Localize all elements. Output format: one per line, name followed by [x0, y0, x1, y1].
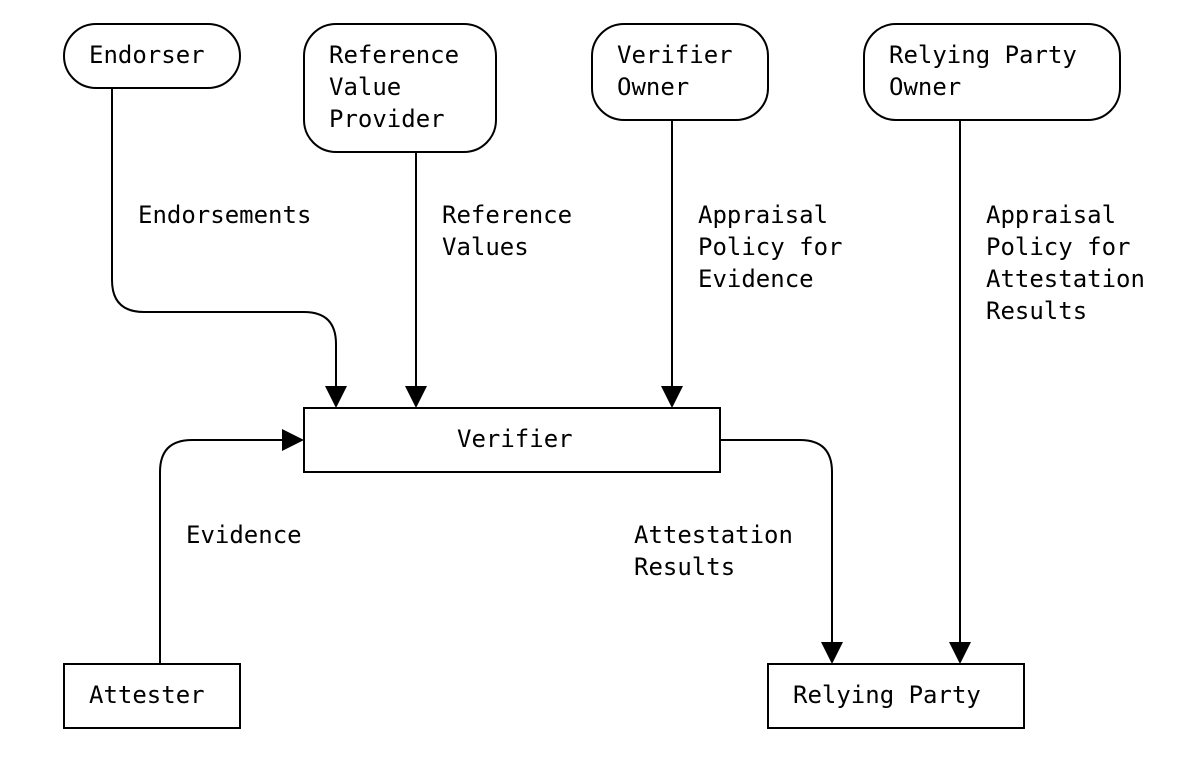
edge-attestation-results-label-line-1: Attestation: [634, 521, 793, 549]
svg-text:Attestation Results: Attestation Results: [634, 521, 807, 581]
edge-appraisal-policy-evidence-label-line-2: Policy for: [698, 233, 843, 261]
svg-text:Evidence: Evidence: [186, 521, 302, 549]
node-relying-party-label: Relying Party: [793, 681, 981, 709]
node-verifier-label: Verifier: [457, 425, 573, 453]
svg-text:Relying Party Owner: Relying Party Owner: [889, 41, 1091, 101]
node-verifier-owner-label-line-1: Verifier: [617, 41, 733, 69]
node-verifier-owner[interactable]: Verifier Owner: [591, 23, 769, 121]
svg-text:Appraisal Policy for: Appraisal Policy for Attestation Results: [986, 201, 1159, 325]
node-relying-party-owner[interactable]: Relying Party Owner: [863, 23, 1121, 121]
node-attester[interactable]: Attester: [63, 663, 241, 729]
edge-appraisal-policy-results-label-line-2: Policy for: [986, 233, 1131, 261]
edge-appraisal-policy-results-label-line-3: Attestation: [986, 265, 1145, 293]
edge-evidence: Evidence: [159, 429, 304, 664]
edge-reference-values-arrowhead: [405, 386, 427, 408]
edge-appraisal-policy-results-label-line-4: Results: [986, 297, 1087, 325]
node-attester-label: Attester: [89, 681, 205, 709]
svg-text:Relying Party: Relying Party: [793, 681, 981, 709]
edge-appraisal-policy-results-label-line-1: Appraisal: [986, 201, 1116, 229]
edge-evidence-arrowhead: [282, 429, 304, 451]
node-rvp-label-line-1: Reference: [329, 41, 459, 69]
svg-text:Verifier Owner: Verifier Owner: [617, 41, 747, 101]
node-endorser[interactable]: Endorser: [63, 23, 241, 89]
node-verifier-owner-label-line-2: Owner: [617, 73, 689, 101]
svg-text:Endorsements: Endorsements: [138, 201, 311, 229]
svg-text:Endorser: Endorser: [89, 41, 205, 69]
edge-endorsements: Endorsements: [111, 88, 347, 408]
node-verifier[interactable]: Verifier: [303, 407, 721, 473]
svg-text:Appraisal Policy for: Appraisal Policy for Evidence: [698, 201, 857, 293]
node-rp-owner-label-line-1: Relying Party: [889, 41, 1077, 69]
edge-attestation-results-label-line-2: Results: [634, 553, 735, 581]
edge-endorsements-arrowhead: [325, 386, 347, 408]
edge-appraisal-policy-results-arrowhead: [949, 642, 971, 664]
node-rvp-label-line-2: Value: [329, 73, 401, 101]
edge-attestation-results-arrowhead: [821, 642, 843, 664]
svg-text:Verifier: Verifier: [457, 425, 573, 453]
node-endorser-label: Endorser: [89, 41, 205, 69]
edge-appraisal-policy-evidence-label-line-1: Appraisal: [698, 201, 828, 229]
edge-appraisal-policy-evidence-label-line-3: Evidence: [698, 265, 814, 293]
node-reference-value-provider[interactable]: Reference Value Provider: [303, 23, 497, 153]
edge-reference-values: Reference Values: [405, 152, 587, 408]
edge-reference-values-label-line-1: Reference: [442, 201, 572, 229]
node-rp-owner-label-line-2: Owner: [889, 73, 961, 101]
edge-evidence-label: Evidence: [186, 521, 302, 549]
edge-appraisal-policy-evidence-arrowhead: [661, 386, 683, 408]
node-rvp-label-line-3: Provider: [329, 105, 445, 133]
edge-reference-values-label-line-2: Values: [442, 233, 529, 261]
edge-attestation-results: Attestation Results: [634, 439, 843, 664]
node-relying-party[interactable]: Relying Party: [767, 663, 1025, 729]
edge-endorsements-label: Endorsements: [138, 201, 311, 229]
svg-text:Reference Value Pr: Reference Value Provider: [329, 41, 474, 133]
edge-appraisal-policy-evidence: Appraisal Policy for Evidence: [661, 120, 857, 408]
svg-text:Attester: Attester: [89, 681, 205, 709]
svg-text:Reference Values: Reference Values: [442, 201, 587, 261]
edge-appraisal-policy-results: Appraisal Policy for Attestation Results: [949, 120, 1159, 664]
